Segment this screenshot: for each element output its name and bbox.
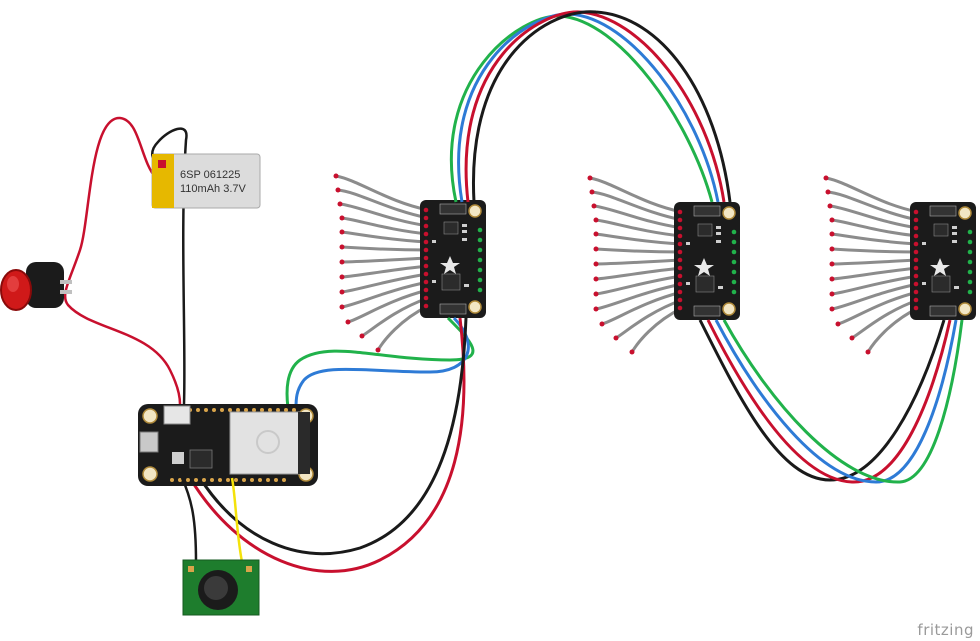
electrode-fan-2	[586, 174, 684, 356]
lipo-battery: 6SP 061225 110mAh 3.7V	[151, 153, 261, 209]
vibration-motor-board	[182, 559, 260, 616]
battery-wires	[63, 116, 188, 405]
cap-touch-board-3	[909, 201, 977, 321]
i2c-arc-bottom	[698, 319, 964, 484]
i2c-arc-top	[449, 10, 732, 203]
battery-label-line2: 110mAh 3.7V	[180, 183, 247, 195]
electrode-fan-1	[332, 172, 430, 354]
i2c-feather-link	[188, 316, 475, 573]
fritzing-watermark: fritzing	[917, 621, 974, 639]
motor-wires	[180, 477, 244, 563]
cap-touch-board-2	[673, 201, 741, 321]
electrode-fan-3	[822, 174, 920, 356]
feather-esp32-board	[138, 404, 318, 486]
battery-label-line1: 6SP 061225	[180, 169, 240, 181]
power-button	[0, 262, 72, 311]
cap-touch-board-1	[419, 199, 487, 319]
